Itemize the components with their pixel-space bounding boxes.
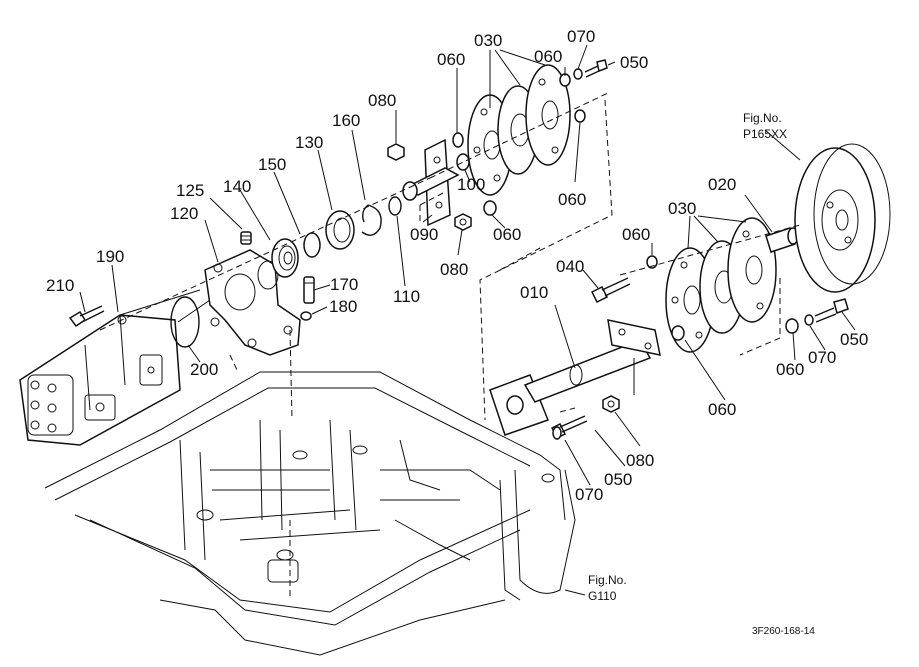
coupling-030-upper: [467, 64, 571, 196]
bolt-040: [590, 277, 631, 304]
label-125: 125: [176, 181, 204, 200]
label-070-right: 070: [808, 348, 836, 367]
leader-lines: [79, 44, 856, 596]
label-180: 180: [329, 297, 357, 316]
label-060-right-bottom: 060: [708, 400, 736, 419]
plug-125: [240, 231, 252, 245]
assembly-center-lines: [99, 91, 801, 421]
pump-housing-120: [204, 249, 301, 356]
bearing-130: [325, 210, 355, 250]
label-160: 160: [332, 111, 360, 130]
label-020: 020: [708, 175, 736, 194]
washer-070-right: [804, 314, 814, 326]
label-080-bottom: 080: [626, 451, 654, 470]
label-130: 130: [295, 133, 323, 152]
label-070-top: 070: [567, 27, 595, 46]
bearing-140: [271, 238, 299, 278]
washer-070-top: [573, 68, 583, 80]
stud-170: [303, 276, 315, 304]
label-010: 010: [520, 283, 548, 302]
fig-ref-p165-line2: P165XX: [743, 127, 787, 141]
pulley-ref-p165xx: [794, 143, 891, 293]
nut-080-mid: [454, 213, 472, 231]
nut-080-bottom: [602, 395, 620, 413]
bolt-050-top: [584, 59, 608, 78]
label-030-top: 030: [474, 31, 502, 50]
label-060-mid: 060: [493, 225, 521, 244]
washer-180: [300, 311, 312, 321]
label-050-right: 050: [840, 330, 868, 349]
label-050-top: 050: [620, 53, 648, 72]
washer-060-lower-left: [671, 325, 685, 341]
label-060-right-top: 060: [622, 225, 650, 244]
label-110: 110: [393, 287, 420, 306]
label-040: 040: [556, 257, 584, 276]
label-080-mid: 080: [440, 260, 468, 279]
label-050-bottom: 050: [604, 470, 632, 489]
label-060-top-left: 060: [437, 50, 465, 69]
label-060-right-small: 060: [776, 360, 804, 379]
label-060-top-right: 060: [534, 47, 562, 66]
washer-060-right-bottom: [785, 318, 799, 334]
bush-100: [456, 153, 470, 171]
part-labels: 030 070 060 060 050 080 160 130 150 140 …: [46, 27, 868, 504]
label-120: 120: [170, 204, 198, 223]
drawing-code: 3F260-168-14: [752, 626, 815, 637]
label-150: 150: [258, 155, 286, 174]
fig-ref-p165-line1: Fig.No.: [743, 111, 782, 125]
o-ring-200: [170, 296, 200, 348]
bolt-210: [68, 305, 105, 328]
hub-020: [765, 227, 799, 253]
label-190: 190: [96, 247, 124, 266]
label-070-bottom: 070: [575, 485, 603, 504]
bracket-090: [402, 138, 460, 227]
label-060-mid-left: 060: [558, 190, 586, 209]
washer-060-below-disc: [574, 109, 586, 123]
label-200: 200: [190, 360, 218, 379]
bolt-050-right: [814, 298, 849, 323]
label-140: 140: [223, 177, 251, 196]
washer-060-upper: [452, 132, 464, 148]
label-030-right: 030: [668, 199, 696, 218]
washer-070-bottom: [552, 426, 562, 440]
label-100: 100: [457, 175, 485, 194]
figure-references: Fig.No. P165XX Fig.No. G110 3F260-168-14: [588, 111, 815, 637]
label-170: 170: [330, 275, 358, 294]
snap-ring-160: [361, 204, 382, 236]
washer-060-lower: [483, 200, 497, 216]
fig-ref-g110-line1: Fig.No.: [588, 573, 627, 587]
oil-seal-110: [388, 196, 402, 216]
hydraulic-pump-190: [19, 289, 211, 446]
label-210: 210: [46, 276, 74, 295]
tractor-frame: [44, 371, 576, 656]
spacer-150: [303, 232, 321, 258]
label-080-top: 080: [368, 91, 396, 110]
fig-ref-g110-line2: G110: [588, 589, 617, 603]
nut-080-top: [387, 143, 405, 161]
label-090: 090: [410, 225, 438, 244]
shaft-010: [489, 319, 661, 436]
